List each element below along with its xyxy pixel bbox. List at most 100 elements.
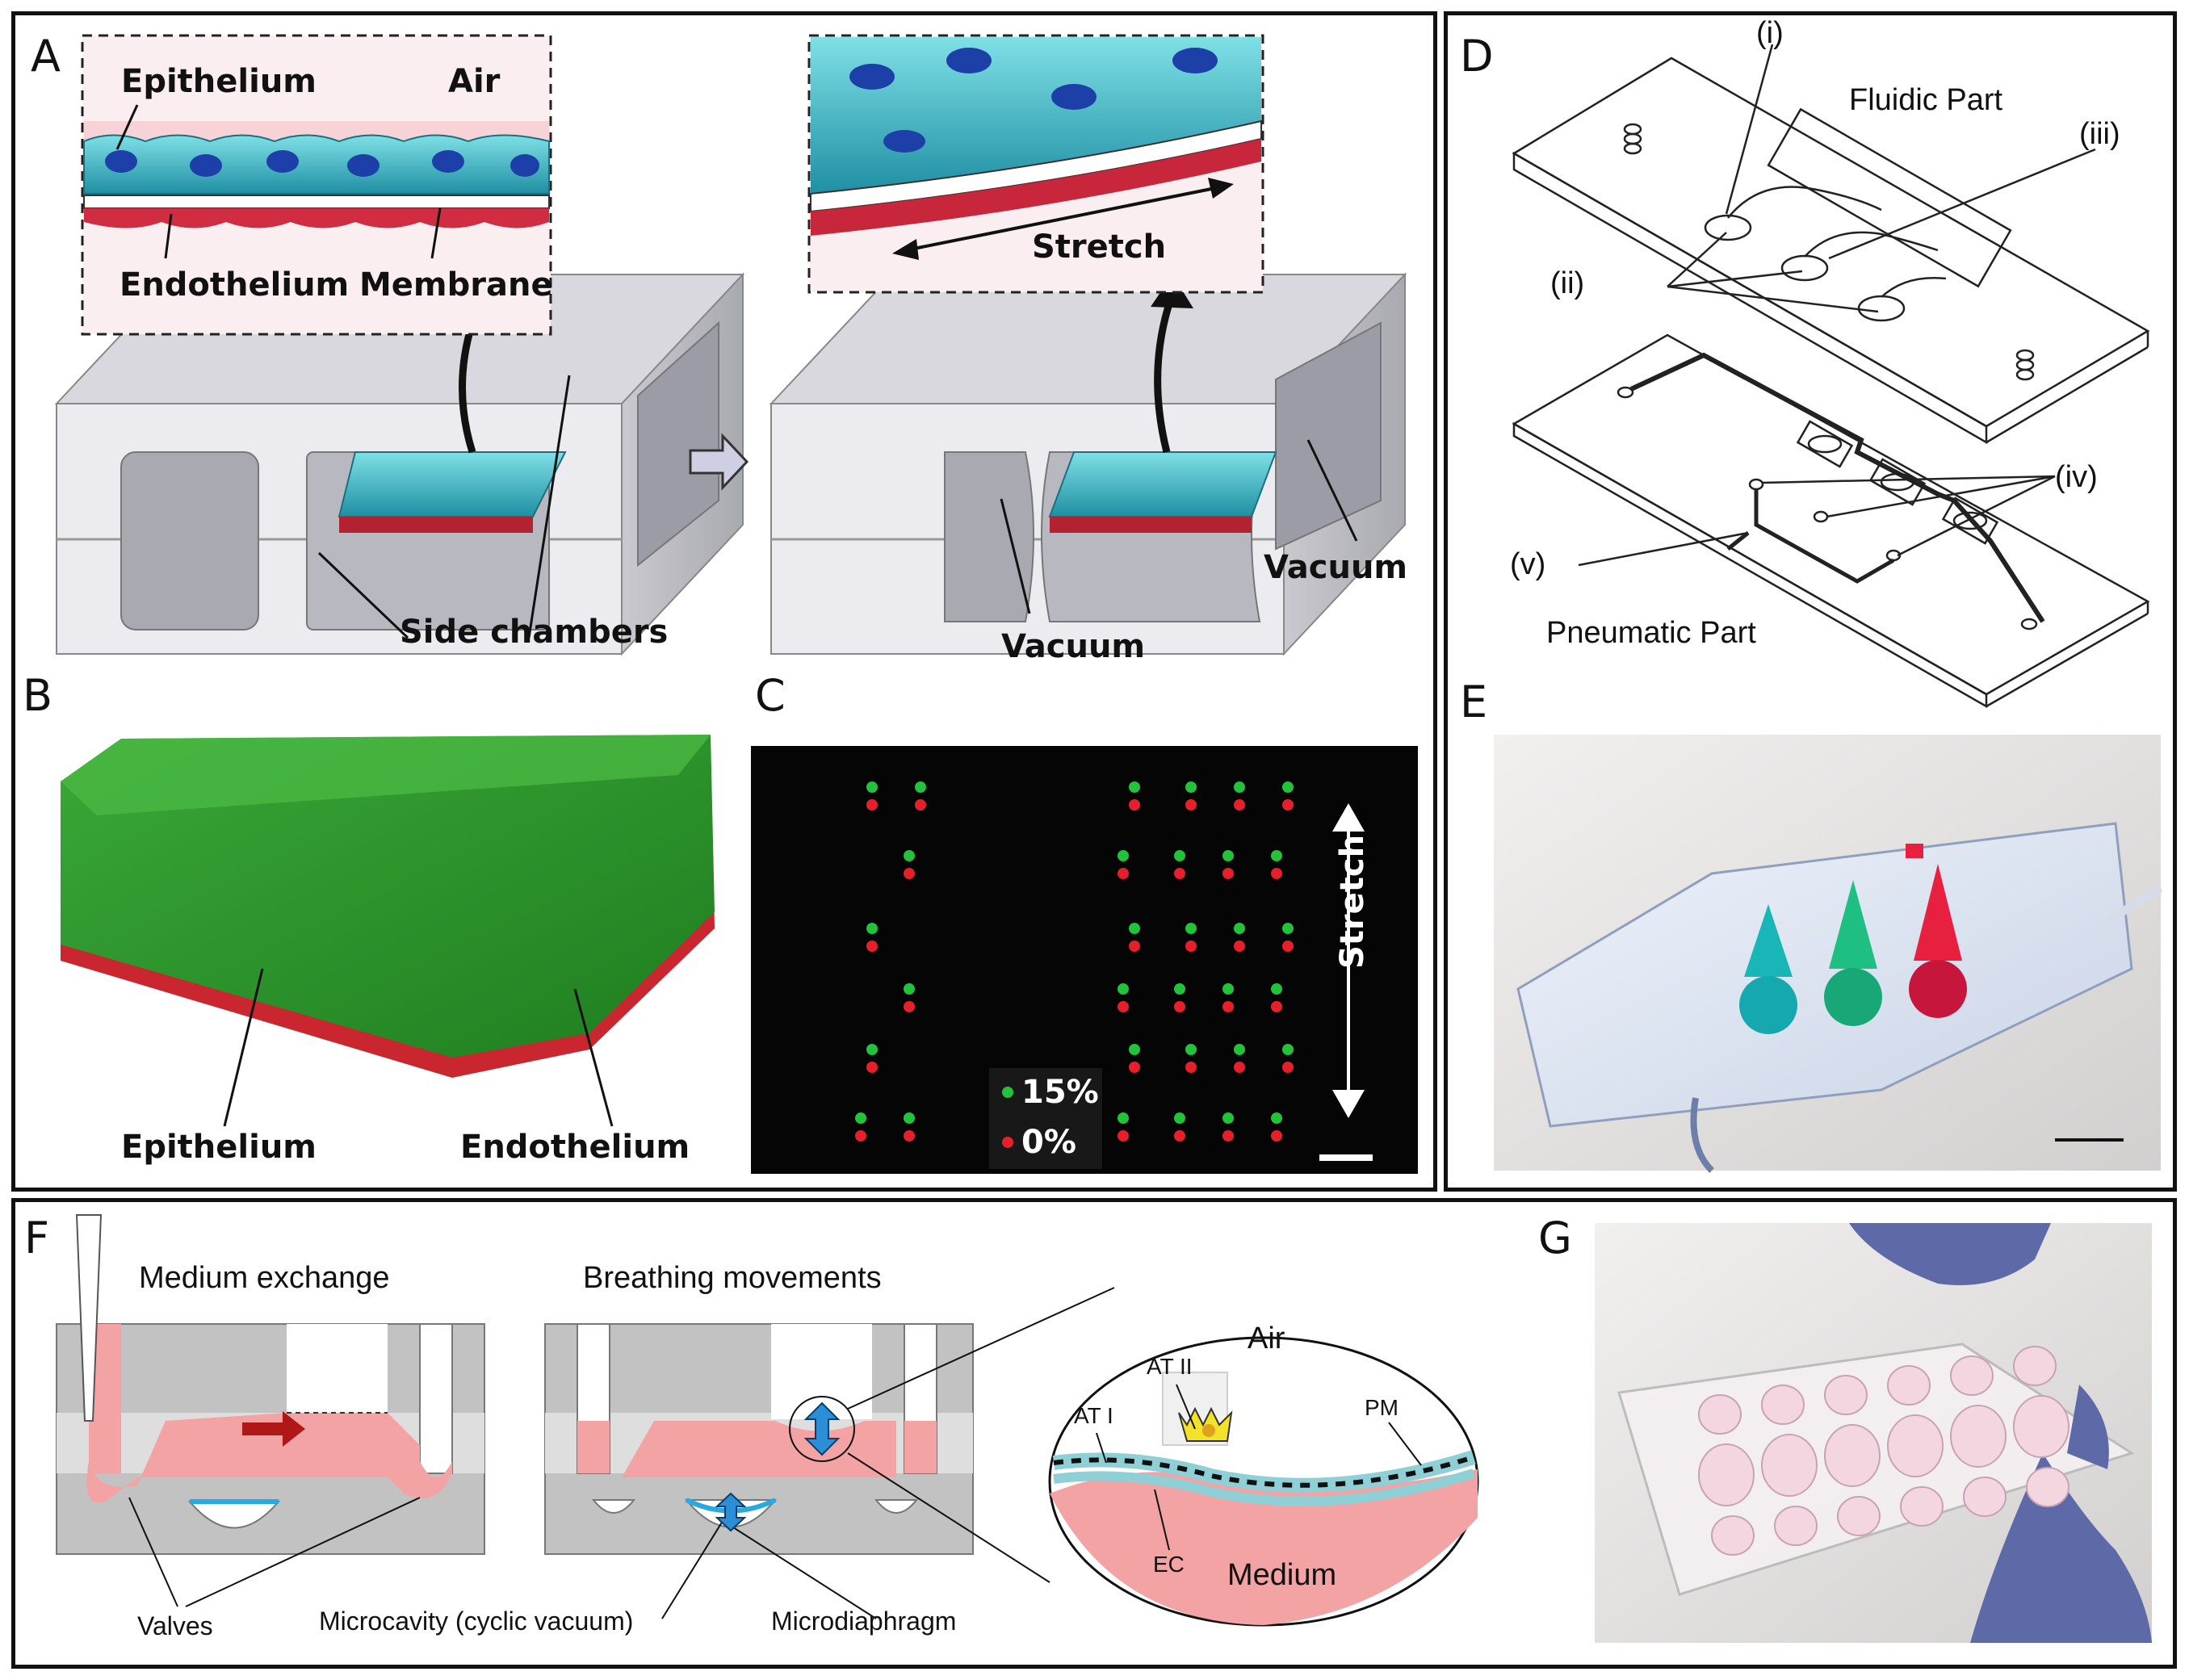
label-endothelium-b: Endothelium — [460, 1129, 690, 1166]
well — [1950, 1405, 2007, 1468]
label-iv: (iv) — [2055, 460, 2098, 494]
marker-dot-red — [855, 1130, 866, 1142]
label-vacuum-bottom: Vacuum — [1001, 628, 1146, 665]
well — [2013, 1395, 2069, 1458]
marker-dot-green — [904, 983, 915, 995]
marker-dot-red — [1234, 799, 1245, 811]
marker-dot-green — [866, 1044, 878, 1055]
marker-dot-red — [1282, 799, 1294, 811]
label-medium-exchange: Medium exchange — [139, 1261, 390, 1295]
panel-g-label: G — [1538, 1213, 1572, 1263]
well — [2013, 1346, 2057, 1386]
marker-dot-green — [1185, 1044, 1197, 1055]
marker-dot-red — [1271, 1001, 1282, 1012]
marker-dot-green — [1118, 1112, 1129, 1124]
marker-dot-green — [904, 1112, 915, 1124]
marker-dot-red — [1222, 868, 1234, 879]
label-air-a: Air — [448, 63, 501, 100]
marker-dot-green — [1118, 850, 1129, 861]
well — [1761, 1434, 1818, 1497]
label-fluidic-part: Fluidic Part — [1849, 83, 2003, 117]
marker-dot-green — [866, 781, 878, 793]
label-legend-15: 15% — [1021, 1074, 1099, 1111]
label-at1: AT I — [1074, 1403, 1113, 1428]
marker-dot-green — [1129, 1044, 1140, 1055]
marker-dot-green — [1222, 1112, 1234, 1124]
marker-dot-red — [1129, 799, 1140, 811]
label-legend-0: 0% — [1021, 1124, 1076, 1161]
label-v: (v) — [1510, 547, 1546, 581]
marker-dot-green — [1222, 983, 1234, 995]
marker-dot-red — [1271, 1130, 1282, 1142]
marker-dot-green — [1271, 850, 1282, 861]
well — [1887, 1365, 1931, 1406]
well — [1774, 1506, 1818, 1546]
label-membrane-a: Membrane — [359, 266, 553, 304]
marker-dot-red — [1222, 1001, 1234, 1012]
label-endothelium-a: Endothelium — [120, 266, 350, 304]
marker-dot-green — [1282, 923, 1294, 934]
marker-dot-green — [1129, 781, 1140, 793]
label-epithelium-a: Epithelium — [121, 63, 317, 100]
label-microdiaphragm: Microdiaphragm — [771, 1607, 957, 1636]
marker-dot-green — [1129, 923, 1140, 934]
panel-e-photo — [1494, 735, 2163, 1173]
marker-dot-green — [915, 781, 926, 793]
marker-dot-green — [1282, 781, 1294, 793]
well — [1963, 1477, 2007, 1517]
marker-dot-green — [1222, 850, 1234, 861]
label-valves: Valves — [137, 1611, 213, 1640]
marker-dot-green — [855, 1112, 866, 1124]
marker-dot-green — [1234, 1044, 1245, 1055]
panel-c-stretch-arrow — [989, 803, 1373, 1169]
panel-b-tissue-render — [61, 735, 715, 1127]
marker-dot-red — [1118, 868, 1129, 879]
label-ec: EC — [1153, 1552, 1185, 1577]
marker-dot-green — [1234, 781, 1245, 793]
label-pneumatic-part: Pneumatic Part — [1546, 616, 1756, 650]
panel-e-label: E — [1460, 677, 1488, 727]
panel-b-label: B — [23, 670, 53, 721]
marker-dot-red — [1129, 941, 1140, 952]
marker-dot-green — [1271, 1112, 1282, 1124]
panel-c-dot-markers — [855, 781, 1294, 1142]
marker-dot-red — [1174, 1001, 1185, 1012]
well — [1950, 1355, 1994, 1396]
marker-dot-green — [1174, 850, 1185, 861]
marker-dot-green — [1174, 1112, 1185, 1124]
panel-c-label: C — [755, 670, 786, 721]
marker-dot-red — [1118, 1130, 1129, 1142]
marker-dot-red — [1174, 1130, 1185, 1142]
marker-dot-red — [904, 1130, 915, 1142]
marker-dot-red — [866, 941, 878, 952]
marker-dot-red — [1118, 1001, 1129, 1012]
marker-dot-red — [866, 799, 878, 811]
well — [2026, 1467, 2069, 1507]
well — [1698, 1443, 1755, 1506]
marker-dot-green — [866, 923, 878, 934]
panel-a-label: A — [31, 31, 61, 82]
panel-g-wells — [1698, 1346, 2069, 1556]
well — [1698, 1394, 1742, 1435]
panel-d-label: D — [1460, 31, 1494, 82]
label-i: (i) — [1756, 16, 1784, 50]
panel-f-alveolus-ellipse — [1048, 1336, 1479, 1627]
marker-dot-red — [1222, 1130, 1234, 1142]
well — [1837, 1496, 1881, 1536]
label-ii: (ii) — [1550, 266, 1585, 300]
panel-d-schematic — [1512, 44, 2150, 709]
marker-dot-green — [1185, 923, 1197, 934]
panel-f-label: F — [24, 1213, 50, 1263]
label-air-f: Air — [1248, 1322, 1285, 1355]
well — [1824, 1375, 1868, 1415]
label-at2: AT II — [1147, 1354, 1193, 1379]
label-side-chambers: Side chambers — [400, 614, 669, 651]
well — [1711, 1515, 1755, 1556]
well — [1761, 1385, 1805, 1425]
marker-dot-red — [1129, 1062, 1140, 1073]
marker-dot-red — [866, 1062, 878, 1073]
label-vacuum-right: Vacuum — [1264, 549, 1408, 586]
marker-dot-red — [1282, 941, 1294, 952]
label-stretch-c: Stretch — [1334, 834, 1371, 969]
